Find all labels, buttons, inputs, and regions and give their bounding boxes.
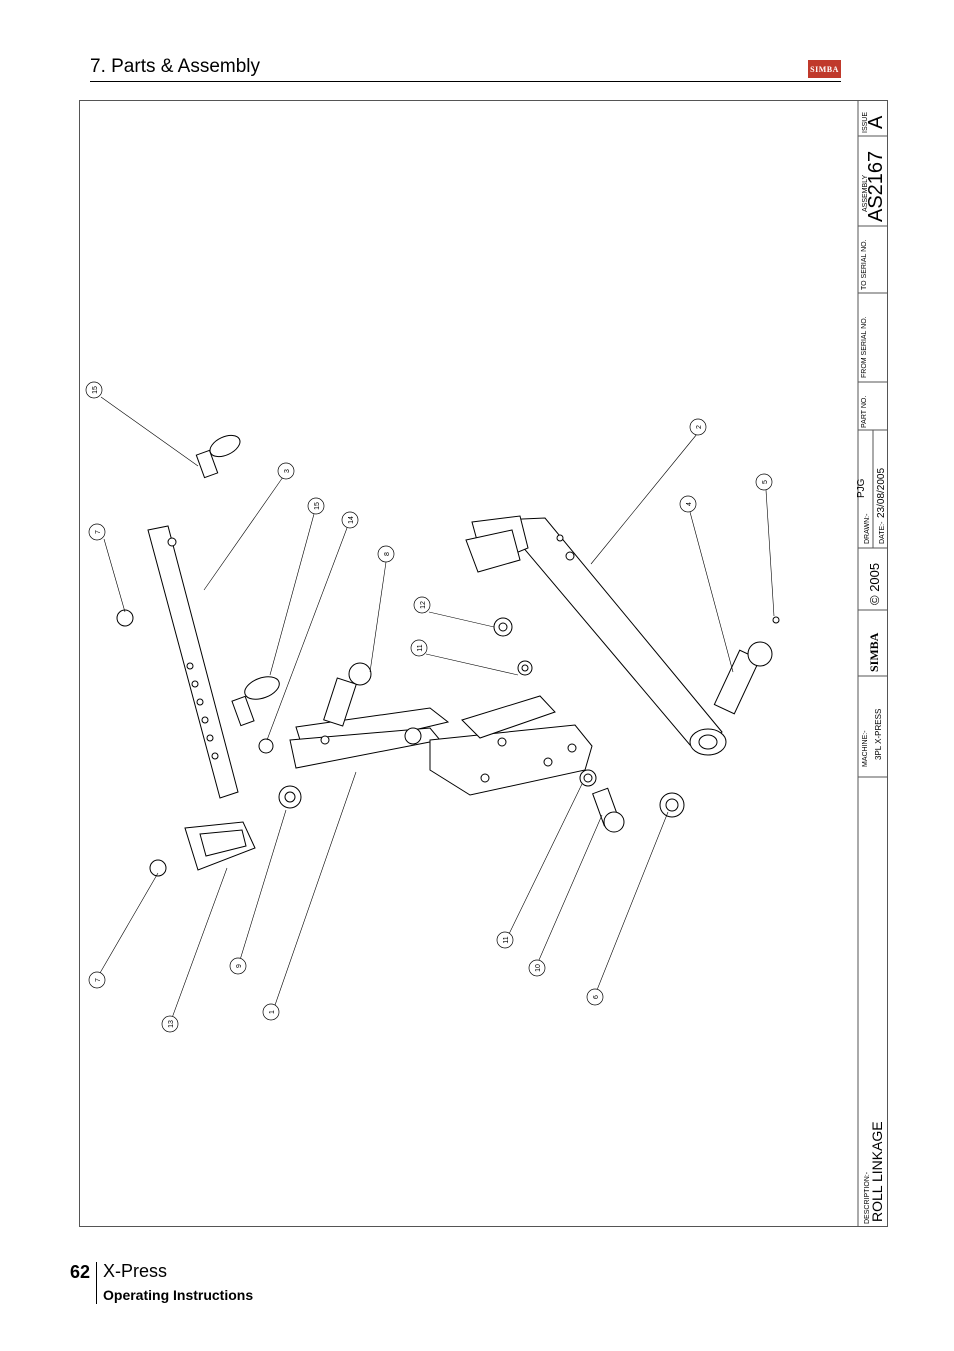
- svg-text:11: 11: [503, 936, 510, 943]
- svg-text:7: 7: [95, 530, 102, 534]
- drawn-value: PJG: [856, 478, 867, 498]
- issue-value: A: [865, 115, 887, 129]
- svg-text:15: 15: [314, 502, 321, 510]
- assembly-label: ASSEMBLY: [862, 174, 869, 212]
- from-serial-label: FROM SERIAL NO.: [861, 316, 868, 378]
- balloon-1: 1: [262, 1003, 280, 1021]
- description-value: ROLL LINKAGE: [869, 1121, 885, 1222]
- balloon-8: 8: [377, 545, 395, 563]
- balloon-11-top: 11: [410, 639, 428, 657]
- svg-text:14: 14: [348, 516, 355, 524]
- balloon-12: 12: [413, 596, 431, 614]
- copyright: © 2005: [867, 563, 882, 605]
- date-label: DATE:-: [879, 521, 886, 544]
- svg-text:1: 1: [269, 1010, 276, 1014]
- balloon-11-bottom: 11: [496, 931, 514, 949]
- balloon-15-mid: 15: [307, 497, 325, 515]
- product-name: X-Press: [103, 1261, 168, 1281]
- issue-label: ISSUE: [862, 112, 869, 133]
- balloon-10: 10: [528, 959, 546, 977]
- assembly-value: AS2167: [865, 151, 887, 222]
- svg-text:12: 12: [420, 601, 427, 609]
- balloon-4: 4: [679, 495, 697, 513]
- header-rule: [90, 81, 841, 82]
- svg-text:15: 15: [92, 386, 99, 394]
- svg-text:11: 11: [417, 644, 424, 651]
- description-label: DESCRIPTION:-: [864, 1171, 871, 1224]
- svg-text:7: 7: [95, 978, 102, 982]
- svg-text:2: 2: [696, 425, 703, 429]
- to-serial-label: TO SERIAL NO.: [861, 239, 868, 290]
- balloon-14: 14: [341, 511, 359, 529]
- footer-subtitle: Operating Instructions: [103, 1287, 254, 1303]
- parts-illustration: [116, 434, 780, 877]
- page-number: 62: [70, 1262, 91, 1282]
- balloon-9: 9: [229, 957, 247, 975]
- svg-text:6: 6: [593, 995, 600, 999]
- svg-text:3: 3: [284, 469, 291, 473]
- brand-mark: SIMBA: [867, 632, 881, 672]
- balloon-6: 6: [586, 988, 604, 1006]
- section-title: 7. Parts & Assembly: [90, 56, 261, 77]
- link-arm: [147, 525, 239, 799]
- svg-text:10: 10: [535, 964, 542, 972]
- balloon-2: 2: [689, 418, 707, 436]
- balloon-5: 5: [755, 473, 773, 491]
- svg-text:9: 9: [236, 964, 243, 968]
- balloon-13: 13: [161, 1015, 179, 1033]
- balloon-7-bottom: 7: [88, 971, 106, 989]
- drawing-frame: [79, 100, 888, 1227]
- svg-text:4: 4: [686, 502, 693, 506]
- date-value: 23/08/2005: [876, 468, 887, 518]
- part-no-label: PART NO.: [861, 396, 868, 428]
- balloon-15-top: 15: [85, 381, 103, 399]
- machine-value: 3PL X-PRESS: [874, 709, 883, 760]
- balloon-7-top: 7: [88, 523, 106, 541]
- machine-label: MACHINE:-: [862, 730, 869, 767]
- balloon-3: 3: [277, 462, 295, 480]
- svg-text:8: 8: [384, 552, 391, 556]
- footer-divider: [96, 1262, 97, 1304]
- svg-text:5: 5: [762, 480, 769, 484]
- simba-logo: SIMBA: [808, 60, 841, 78]
- drawn-label: DRAWN:-: [864, 513, 871, 544]
- svg-text:13: 13: [168, 1020, 175, 1028]
- title-block: [857, 100, 888, 1227]
